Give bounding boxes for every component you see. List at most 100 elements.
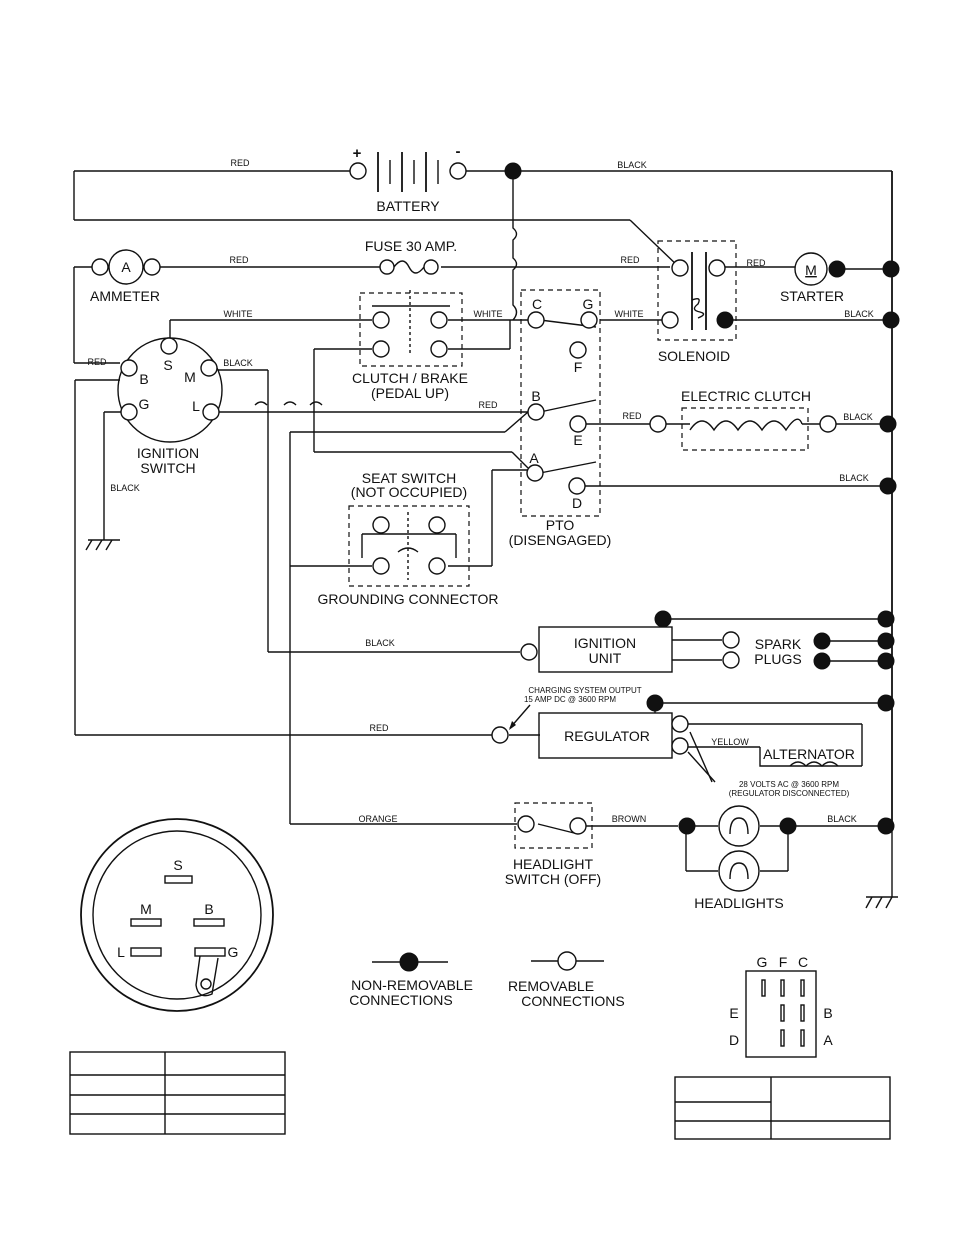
non-removable-icon <box>399 952 419 972</box>
wire-label: WHITE <box>615 309 644 319</box>
pto-face-c: C <box>798 954 808 970</box>
pto-face-g: G <box>757 954 768 970</box>
electric-clutch: ELECTRIC CLUTCH <box>649 388 837 451</box>
ignition-switch: S B M G L IGNITION SWITCH <box>117 337 223 476</box>
charging-output-label-2: 15 AMP DC @ 3600 RPM <box>524 695 616 704</box>
wire-label: BLACK <box>223 358 253 368</box>
ammeter-icon <box>108 249 144 285</box>
legend-removable-2: CONNECTIONS <box>521 993 624 1009</box>
caption-mask <box>60 1031 290 1047</box>
pto-label-2: (DISENGAGED) <box>509 532 612 548</box>
solenoid: SOLENOID <box>657 240 737 364</box>
motor-icon <box>794 252 828 286</box>
pto-terminal-g: G <box>583 296 594 312</box>
ignition-unit: IGNITION UNIT <box>520 610 673 673</box>
charging-output-label-1: CHARGING SYSTEM OUTPUT <box>528 686 641 695</box>
wire-label: RED <box>746 258 766 268</box>
ignition-switch-face: S M B L G IGNITION SWITCH <box>80 818 274 1044</box>
pto-face-d: D <box>729 1032 739 1048</box>
headlight-bulb-icon <box>718 805 760 847</box>
wires <box>73 170 893 897</box>
battery-label: BATTERY <box>376 198 440 214</box>
wire-label: BLACK <box>110 483 140 493</box>
wire-label: BLACK <box>839 473 869 483</box>
legend-non-removable-1: NON-REMOVABLE <box>351 977 473 993</box>
spark-plugs-label-1: SPARK <box>755 636 802 652</box>
blank-table-left <box>69 1051 286 1135</box>
seat-switch: SEAT SWITCH (NOT OCCUPIED) GROUNDING CON… <box>318 470 499 607</box>
ign-terminal-b: B <box>139 371 148 387</box>
ignition-switch-label-2: SWITCH <box>140 460 195 476</box>
headlight-switch: HEADLIGHT SWITCH (OFF) <box>505 802 601 887</box>
wire-label: RED <box>230 158 250 168</box>
ignition-unit-label-1: IGNITION <box>574 635 636 651</box>
battery-negative-terminal <box>449 162 467 180</box>
legend: NON-REMOVABLE CONNECTIONS REMOVABLE CONN… <box>349 951 625 1009</box>
legend-removable-1: REMOVABLE <box>508 978 594 994</box>
wire-label: BLACK <box>844 309 874 319</box>
ignition-switch-label-1: IGNITION <box>137 445 199 461</box>
wire-label: BLACK <box>827 814 857 824</box>
headlight-bulb-icon <box>718 850 760 892</box>
battery-minus-label: - <box>456 143 461 160</box>
battery-ground-junction <box>504 162 522 180</box>
regulator-label: REGULATOR <box>564 728 650 744</box>
pto-terminal-b: B <box>531 388 540 404</box>
wire-label: BLACK <box>843 412 873 422</box>
wire-label: YELLOW <box>711 737 749 747</box>
starter: M STARTER <box>780 252 846 304</box>
wire-labels: RED BLACK RED RED RED WHITE WHITE WHITE … <box>87 158 873 824</box>
blank-table-right <box>674 1076 891 1140</box>
pto-terminal-f: F <box>574 359 583 375</box>
ground-symbol-left <box>85 539 120 551</box>
fuse-label: FUSE 30 AMP. <box>365 238 457 254</box>
ignition-unit-label-2: UNIT <box>589 650 622 666</box>
wire-label: RED <box>369 723 389 733</box>
starter-symbol: M <box>805 262 817 278</box>
ammeter: A AMMETER <box>90 249 161 304</box>
battery: + - BATTERY <box>349 143 467 214</box>
wire-label: RED <box>620 255 640 265</box>
headlight-switch-label-2: SWITCH (OFF) <box>505 871 601 887</box>
starter-label: STARTER <box>780 288 844 304</box>
wire-label: RED <box>87 357 107 367</box>
wire-label: RED <box>229 255 249 265</box>
face-terminal-l: L <box>117 944 125 960</box>
pto-face: G F C E B D A <box>729 954 833 1058</box>
ign-terminal-s: S <box>163 357 172 373</box>
electric-clutch-label: ELECTRIC CLUTCH <box>681 388 811 404</box>
ammeter-label: AMMETER <box>90 288 160 304</box>
alternator: ALTERNATOR 28 VOLTS AC @ 3600 RPM (REGUL… <box>687 731 862 798</box>
removable-icon <box>557 951 577 971</box>
face-terminal-s: S <box>173 857 182 873</box>
headlights-label: HEADLIGHTS <box>694 895 783 911</box>
clutch-brake-switch: CLUTCH / BRAKE (PEDAL UP) <box>352 290 468 401</box>
clutch-brake-label-2: (PEDAL UP) <box>371 385 449 401</box>
seat-switch-label-2: (NOT OCCUPIED) <box>351 484 467 500</box>
ground-bus-connections <box>877 260 900 835</box>
face-terminal-m: M <box>140 901 152 917</box>
pto-face-f: F <box>779 954 788 970</box>
alternator-volts-label-1: 28 VOLTS AC @ 3600 RPM <box>739 780 839 789</box>
wire-label: BROWN <box>612 814 647 824</box>
battery-plus-label: + <box>353 145 362 162</box>
ammeter-symbol: A <box>121 259 131 275</box>
pto-terminal-a: A <box>529 450 539 466</box>
pto-terminal-e: E <box>573 432 582 448</box>
pto-switch: C G F B E A D PTO (DISENGAGED) <box>509 289 612 548</box>
battery-positive-terminal <box>349 162 367 180</box>
wire-label: BLACK <box>365 638 395 648</box>
regulator: REGULATOR CHARGING SYSTEM OUTPUT 15 AMP … <box>491 686 689 759</box>
spark-plugs: SPARK PLUGS <box>722 631 831 670</box>
pto-face-a: A <box>823 1032 833 1048</box>
headlights: HEADLIGHTS <box>678 805 797 911</box>
clutch-brake-label-1: CLUTCH / BRAKE <box>352 370 468 386</box>
ign-terminal-g: G <box>139 396 150 412</box>
ign-terminal-l: L <box>192 398 200 414</box>
wire-label: ORANGE <box>358 814 397 824</box>
face-terminal-b: B <box>204 901 213 917</box>
fuse: FUSE 30 AMP. <box>365 238 457 275</box>
pto-label-1: PTO <box>546 517 575 533</box>
alternator-volts-label-2: (REGULATOR DISCONNECTED) <box>729 789 850 798</box>
